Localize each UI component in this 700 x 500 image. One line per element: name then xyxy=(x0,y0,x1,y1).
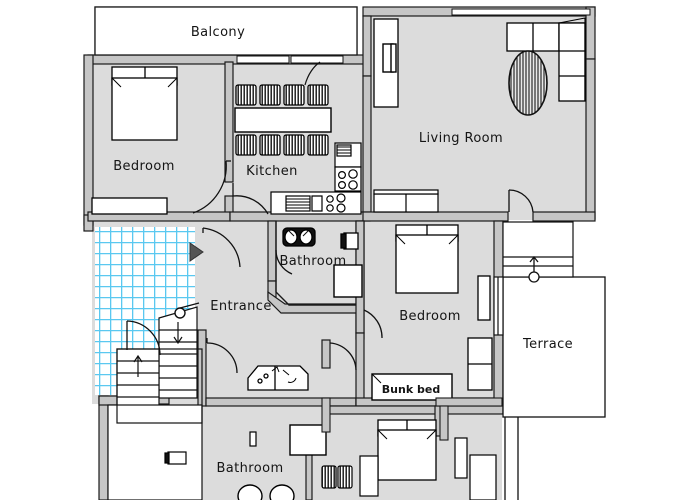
bedroom-right-door xyxy=(363,309,383,339)
lower-right-fixtures xyxy=(321,419,497,500)
bedroom-right-furniture xyxy=(395,224,493,391)
kitchen-door xyxy=(232,183,269,215)
room-label-bedroom-left: Bedroom xyxy=(113,159,175,174)
stair-down-arrow xyxy=(173,322,183,345)
room-label-living-room: Living Room xyxy=(419,131,503,146)
entrance-door xyxy=(202,227,241,268)
room-label-bathroom-upper: Bathroom xyxy=(279,254,346,269)
kitchen-furniture xyxy=(234,55,362,215)
room-label-kitchen: Kitchen xyxy=(246,164,298,179)
furniture-label-bunk-bed: Bunk bed xyxy=(382,383,440,396)
terrace-rails xyxy=(504,417,519,500)
upper-bathroom-fixtures xyxy=(282,227,363,298)
upper-bathroom-door xyxy=(275,249,293,275)
lower-bathroom-fixtures xyxy=(164,365,327,500)
terrace-door xyxy=(493,276,504,336)
room-label-balcony: Balcony xyxy=(191,25,245,40)
misc-trim xyxy=(321,397,503,441)
balcony-area: Balcony xyxy=(94,6,358,56)
lower-bathroom-door xyxy=(206,338,238,374)
room-label-bathroom-lower: Bathroom xyxy=(216,461,283,476)
bedroom-left-door xyxy=(192,160,231,214)
room-label-terrace: Terrace xyxy=(522,337,573,352)
stair-up-arrow xyxy=(133,354,143,377)
living-room-furniture xyxy=(373,8,591,213)
stair-door xyxy=(126,320,161,356)
upper-bathroom-enclosure xyxy=(275,221,356,306)
hall-door xyxy=(329,342,357,371)
living-room-door xyxy=(508,189,534,213)
entrance-door-marker xyxy=(189,242,204,262)
bedroom-left-furniture xyxy=(91,66,178,215)
room-label-entrance: Entrance xyxy=(210,299,271,314)
exterior-steps xyxy=(502,221,574,283)
terrace-area: Terrace xyxy=(502,276,606,418)
bunk-bed: Bunk bed xyxy=(371,373,453,401)
staircase xyxy=(107,302,203,500)
room-label-bedroom-right: Bedroom xyxy=(399,309,461,324)
